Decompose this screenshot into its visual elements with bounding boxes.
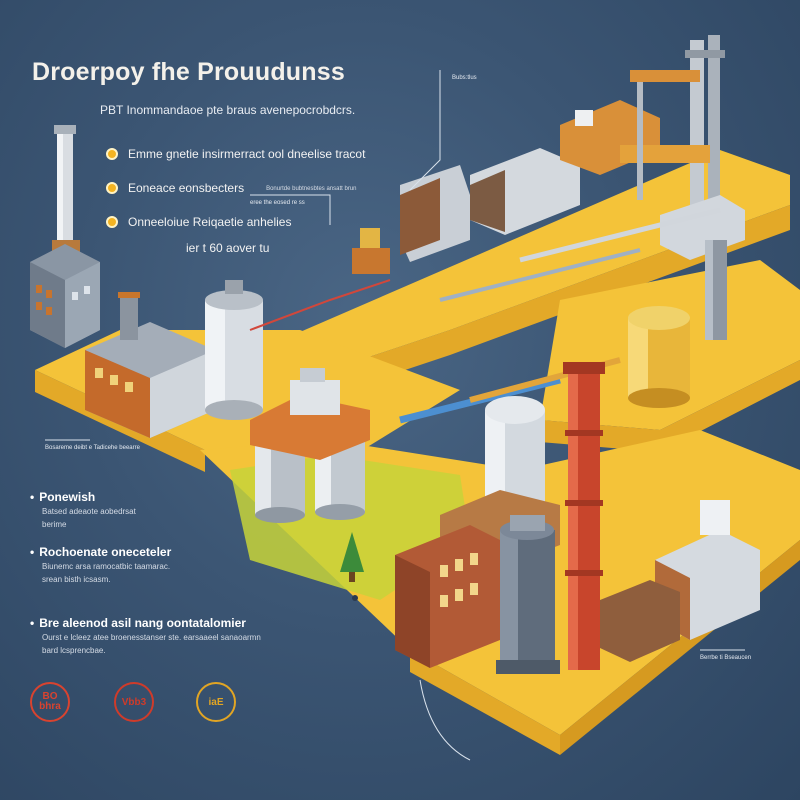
white-silo [205,280,263,420]
right-buildings [600,500,760,662]
page-subtitle: PBT Inommandaoe pte braus avenepocrobdcr… [100,103,356,117]
upper-conveyor-platform [270,150,790,405]
steel-tower [620,35,745,260]
section-line: Batsed adeaote aobedrsat [42,507,136,516]
section-line: berime [42,520,67,529]
badge-icon: BO bhra [30,682,70,722]
top-tag-label: Bubs:tlus [452,75,477,81]
section-line: Ourst e lcleez atee broenesstanser ste. … [42,633,261,642]
section-line: Biunemc arsa ramocatbic taamarac. [42,562,171,571]
badge-icon: iaE [196,682,236,722]
right-note-label: eree the eosed re ss [250,200,305,206]
section-heading: Bre aleenod asil nang oontatalomier [30,616,280,630]
left-section: Ponewish Batsed adeaote aobedrsat berime [30,490,280,530]
chimney-left [52,125,80,252]
bullet-second-line: ier t 60 aover tu [186,241,270,255]
tree [340,532,364,601]
bullet-dot-icon [106,216,118,228]
bottom-note-label: Berrbe ti Bseaucen [700,655,752,661]
badge-text: iaE [208,696,224,708]
front-silo [496,515,560,674]
bullet-dot-icon [106,148,118,160]
badge-text: BO bhra [39,691,61,712]
left-section: Bre aleenod asil nang oontatalomier Ours… [30,616,280,656]
bullet-item: Onneeloiue Reiqaetie anhelies ier t 60 a… [106,215,366,255]
bullet-dot-icon [106,182,118,194]
badge-text: Vbb3 [121,696,147,708]
badge-icon: Vbb3 [114,682,154,722]
bullet-item: Eoneace eonsbecters Bonurtde bubtnesbtes… [106,181,357,195]
page-title: Droerpoy fhe Prouudunss [32,58,345,86]
left-section: Rochoenate oneceteler Biunemc arsa ramoc… [30,545,280,585]
section-heading: Ponewish [30,490,280,504]
gold-tank [628,240,727,408]
section-line: srean bisth icsasm. [42,575,111,584]
bullet-item: Emme gnetie insirmerract ool dneelise tr… [106,147,365,161]
section-heading: Rochoenate oneceteler [30,545,280,559]
left-tower-building [30,244,100,348]
section-line: bard lcsprencbae. [42,646,106,655]
red-chimney [563,362,605,670]
left-note-label: Bosareme deibt e Tadicehe beearre [45,445,140,451]
bullet-text: Onneeloiue Reiqaetie anhelies [128,215,292,229]
bullet-text: Emme gnetie insirmerract ool dneelise tr… [128,147,366,161]
bullet-small-text: Bonurtde bubtnesbtes ansatt brun [266,186,357,192]
brick-building [395,525,500,668]
bullet-text: Eoneace eonsbecters [128,181,245,195]
connector-lines [45,70,745,761]
left-factory [85,292,215,438]
pipes [249,207,721,424]
